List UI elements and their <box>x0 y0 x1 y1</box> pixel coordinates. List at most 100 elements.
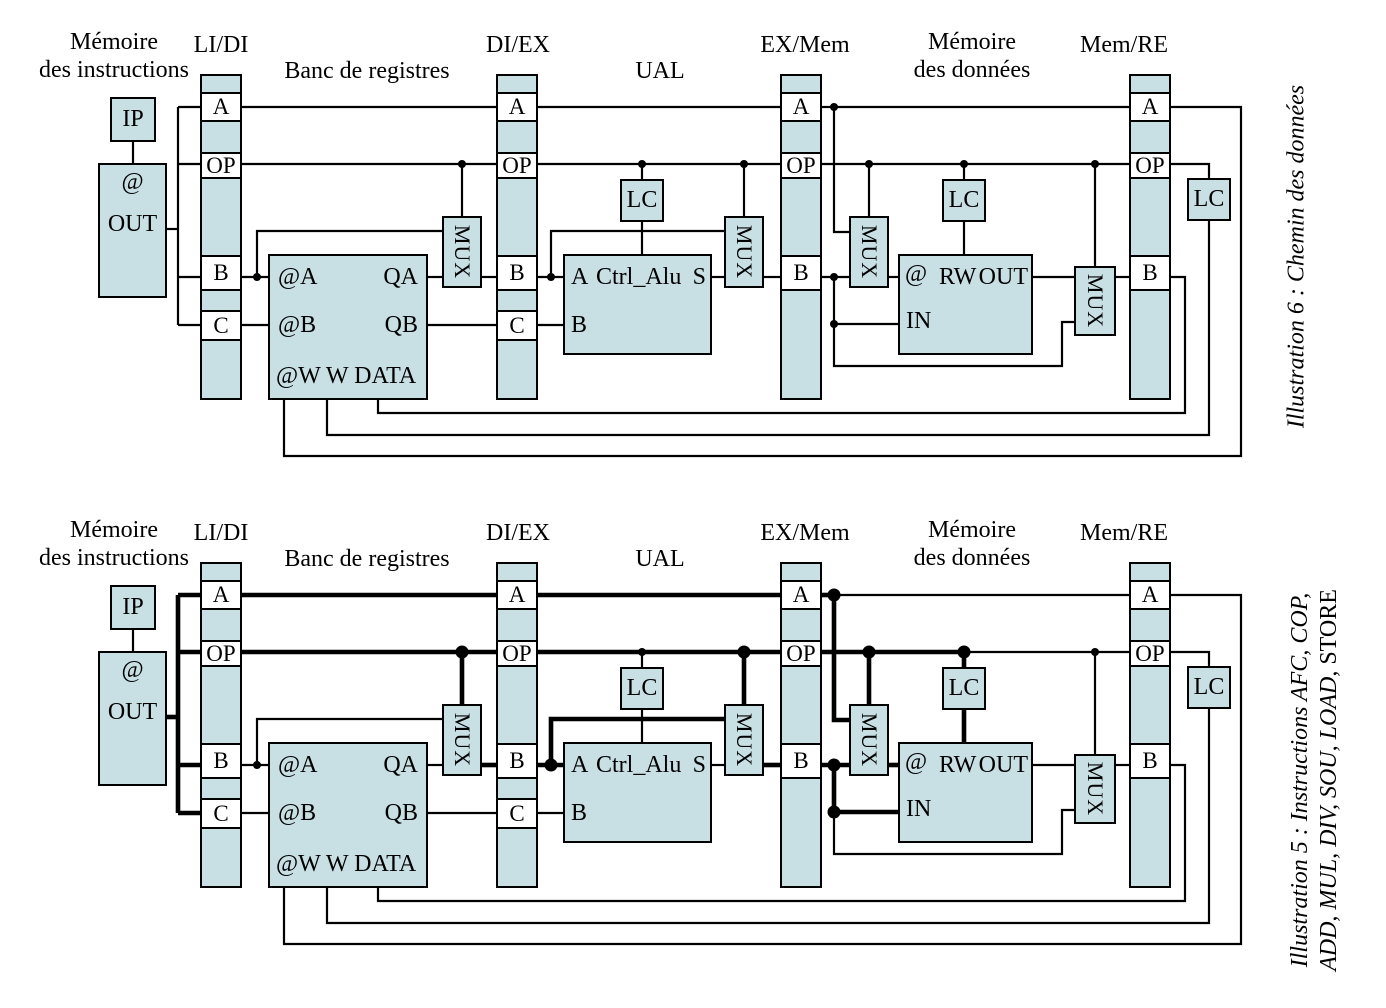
data-memory-label-line1: Mémoire <box>928 29 1016 55</box>
lc-alu-control: LC <box>620 179 664 222</box>
bank-write-ports: @W W DATA <box>276 851 417 877</box>
field-op: OP <box>202 152 240 179</box>
register-bank-label: Banc de registres <box>284 58 450 84</box>
lidi-register-label: LI/DI <box>193 520 249 546</box>
field-a: A <box>202 92 240 122</box>
data-memory: @ RW OUT IN <box>898 254 1033 355</box>
bank-port-qa: QA <box>383 752 418 778</box>
instruction-memory-label-line2: des instructions <box>39 545 189 571</box>
bank-port-qa: QA <box>383 264 418 290</box>
instruction-memory-out-port: OUT <box>107 699 158 725</box>
field-op: OP <box>498 152 536 179</box>
bank-port-qb: QB <box>384 800 418 826</box>
ual-label: UAL <box>635 546 685 572</box>
bank-port-addr-b: @B <box>278 312 317 338</box>
field-b: B <box>202 743 240 779</box>
register-bank: @A QA @B QB @W W DATA <box>268 254 428 400</box>
exmem-register-label: EX/Mem <box>760 32 850 58</box>
lc-memory-control: LC <box>942 179 986 222</box>
figure6-caption-text: Illustration 6 : Chemin des données <box>1283 84 1310 429</box>
pipeline-register-mem-re: A OP B <box>1129 562 1171 888</box>
alu-port-b: B <box>571 800 588 826</box>
lc-writeback-control: LC <box>1187 178 1231 221</box>
lc-memory-control: LC <box>942 667 986 710</box>
data-memory-label-line2: des données <box>913 545 1031 571</box>
mux-label: MUX <box>450 712 475 768</box>
datapath-diagram-bottom: Mémoire des instructions LI/DI Banc de r… <box>0 488 1386 1008</box>
data-memory-port-addr: @ <box>905 749 928 775</box>
field-c: C <box>498 798 536 829</box>
field-a: A <box>498 580 536 610</box>
field-op: OP <box>1131 640 1169 667</box>
pipeline-register-ex-mem: A OP B <box>780 562 822 888</box>
field-c: C <box>202 798 240 829</box>
mux-writeback: MUX <box>1074 266 1116 336</box>
field-op: OP <box>1131 152 1169 179</box>
mux-exec-result: MUX <box>724 216 764 288</box>
field-op: OP <box>498 640 536 667</box>
lc-alu-control: LC <box>620 667 664 710</box>
mux-label: MUX <box>857 224 882 280</box>
register-bank-label: Banc de registres <box>284 546 450 572</box>
bank-port-qb: QB <box>384 312 418 338</box>
figure5-caption-line1: Illustration 5 : Instructions AFC, COP, <box>1287 592 1313 968</box>
field-op: OP <box>782 640 820 667</box>
ip-register: IP <box>110 585 156 630</box>
field-b: B <box>202 255 240 291</box>
bank-port-addr-a: @A <box>278 752 318 778</box>
instruction-memory: @ OUT <box>98 163 167 298</box>
field-a: A <box>782 580 820 610</box>
data-memory-label-line2: des données <box>913 57 1031 83</box>
data-memory-port-addr: @ <box>905 261 928 287</box>
data-memory-label: Mémoire des données <box>886 28 1058 84</box>
figure5-caption: Illustration 5 : Instructions AFC, COP, … <box>1286 555 1344 1005</box>
field-a: A <box>1131 92 1169 122</box>
alu-port-a: A <box>571 264 589 290</box>
mux-memory-address: MUX <box>849 704 889 776</box>
lc-label: LC <box>948 675 980 701</box>
mux-label: MUX <box>732 224 757 280</box>
data-memory-port-out: OUT <box>978 264 1028 290</box>
mux-label: MUX <box>450 224 475 280</box>
field-a: A <box>1131 580 1169 610</box>
field-b: B <box>1131 255 1169 291</box>
datapath-diagram-top: Mémoire des instructions LI/DI Banc de r… <box>39 28 1231 400</box>
exmem-register-label: EX/Mem <box>760 520 850 546</box>
lc-writeback-control: LC <box>1187 666 1231 709</box>
instruction-memory-label: Mémoire des instructions <box>28 516 200 572</box>
lc-label: LC <box>1193 186 1225 212</box>
instruction-memory-addr-port: @ <box>121 169 144 195</box>
mux-exec-result: MUX <box>724 704 764 776</box>
pipeline-register-mem-re: A OP B <box>1129 74 1171 400</box>
data-memory-port-in: IN <box>906 308 932 334</box>
instruction-memory-label-line1: Mémoire <box>70 29 158 55</box>
field-a: A <box>782 92 820 122</box>
instruction-memory-label-line1: Mémoire <box>70 517 158 543</box>
field-op: OP <box>202 640 240 667</box>
memre-register-label: Mem/RE <box>1080 520 1168 546</box>
field-b: B <box>782 743 820 779</box>
instruction-memory: @ OUT <box>98 651 167 786</box>
bank-write-ports: @W W DATA <box>276 363 417 389</box>
data-memory-label-line1: Mémoire <box>928 517 1016 543</box>
diex-register-label: DI/EX <box>486 520 550 546</box>
mux-label: MUX <box>1083 761 1108 817</box>
field-b: B <box>498 743 536 779</box>
figure5-caption-line2-regular: STORE <box>1316 589 1342 665</box>
data-memory-label: Mémoire des données <box>886 516 1058 572</box>
alu: A Ctrl_Alu S B <box>563 254 712 355</box>
field-c: C <box>498 310 536 341</box>
ip-register-label: IP <box>122 594 144 620</box>
data-memory-port-rw: RW <box>939 752 977 778</box>
lc-label: LC <box>626 187 658 213</box>
lc-label: LC <box>948 187 980 213</box>
field-b: B <box>498 255 536 291</box>
figure5-caption-line2-italic: ADD, MUL, DIV, SOU, LOAD, <box>1316 664 1342 971</box>
mux-decode-operand: MUX <box>442 216 482 288</box>
register-bank: @A QA @B QB @W W DATA <box>268 742 428 888</box>
field-b: B <box>782 255 820 291</box>
pipeline-register-li-di: A OP B C <box>200 74 242 400</box>
alu-port-s: S <box>692 752 706 778</box>
